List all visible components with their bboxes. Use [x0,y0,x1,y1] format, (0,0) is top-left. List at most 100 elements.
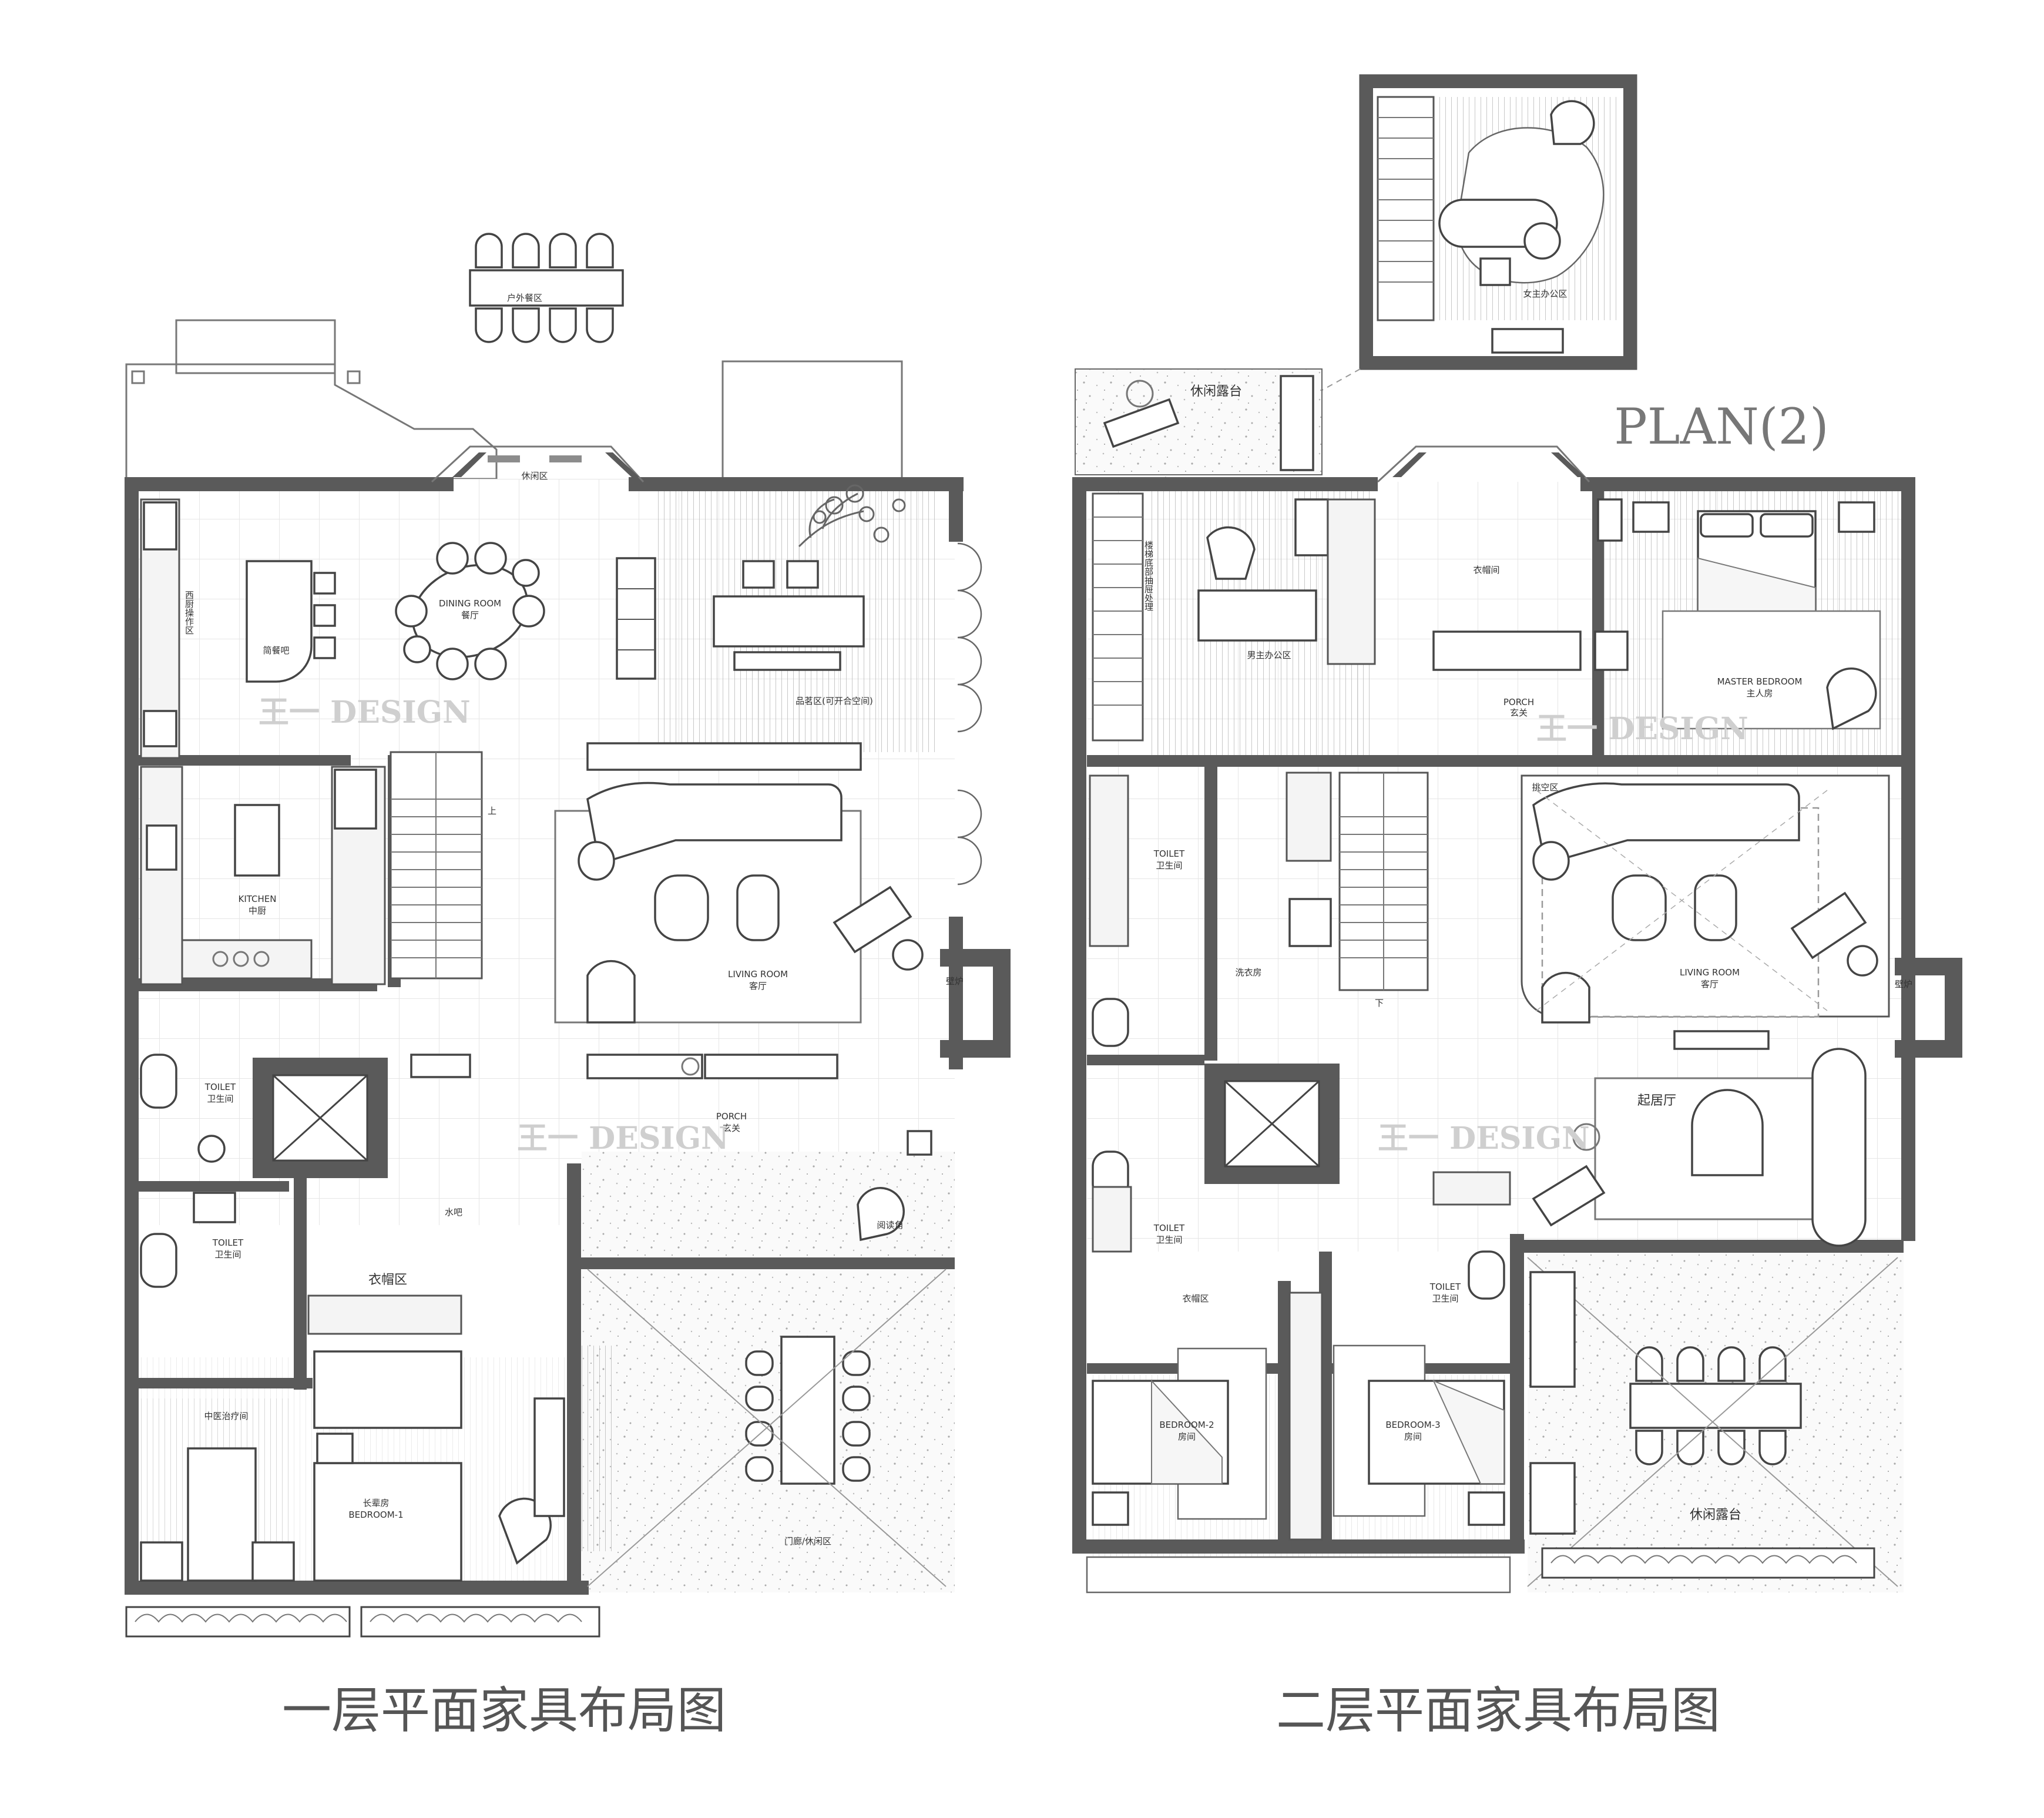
staircase-2a [1092,492,1144,742]
toilet-1a [140,1054,177,1109]
floor1-title: 一层平面家具布局图 [282,1682,726,1739]
cloak-cabinets-1 [307,1294,462,1335]
label-leisure-terrace: 休闲露台 [1190,384,1242,399]
label-bedroom3-en: BEDROOM-3 [1385,1420,1440,1430]
label-toilet-cn-1a: 卫生间 [207,1094,233,1104]
label-living-en-2: LIVING ROOM [1680,967,1740,978]
cloak-bench-2 [1432,630,1582,671]
label-porch-cn-2: 玄关 [1510,707,1528,718]
label-male-office: 男主办公区 [1247,650,1291,660]
corridor-table [780,1336,835,1485]
lounge-chair-1 [833,885,912,954]
wall-south-2 [1072,1539,1525,1554]
floor-1-plan: 户外餐区 休闲区 西厨操作区 DINING ROOM 餐厅 简餐吧 品茗区(可开… [125,233,1011,1739]
label-outdoor-dining: 户外餐区 [507,293,542,303]
bonsai-tree [798,484,906,548]
toilet-2c [1468,1250,1505,1300]
toilet-1b [140,1233,177,1288]
fireplace-2 [1895,958,1962,1058]
watermark-1b: 王一 DESIGN [517,1121,729,1156]
master-armchair [1826,668,1877,730]
toilet-2a-vanity [1089,774,1129,947]
label-tcm-room: 中医治疗间 [204,1411,248,1421]
floor-2-plan: 休闲露台 PLAN(2) [1072,74,1962,1739]
tea-table [713,595,865,648]
label-toilet-en-1a: TOILET [204,1082,236,1092]
snack-bar-island [246,560,313,683]
label-tea-area: 品茗区(可开合空间) [796,696,873,706]
terrace-table [1629,1383,1802,1429]
label-down: 下 [1375,998,1384,1008]
wall-west-1 [125,477,139,1594]
fireplace-1 [940,949,1011,1058]
label-bedroom2-en: BEDROOM-2 [1159,1420,1214,1430]
planter-1 [582,1346,614,1551]
armchair-1 [586,960,636,1024]
label-living-en: LIVING ROOM [728,969,788,980]
label-corridor: 门廊/休闲区 [784,1536,831,1547]
label-void: 挑空区 [1532,782,1558,793]
label-toilet-cn-1b: 卫生间 [214,1249,241,1260]
label-western-kitchen: 西厨操作区 [184,591,194,635]
label-water-bar: 水吧 [445,1207,462,1217]
tv-console-1 [586,742,862,771]
awning-outline-left [125,363,498,480]
label-toilet-en-2a: TOILET [1153,848,1185,859]
male-office-desk [1197,589,1317,642]
label-porch-en: PORCH [716,1111,747,1122]
sofa-2 [1532,782,1800,866]
label-fireplace-1: 壁炉 [946,976,964,987]
label-leisure: 休闲区 [521,471,548,481]
label-kitchen-en: KITCHEN [239,894,277,904]
outdoor-table-1 [469,269,624,307]
sunbed-top [1103,398,1180,448]
label-toilet-en-1b: TOILET [212,1237,244,1248]
awning-outline-right [721,360,903,480]
label-dining-en: DINING ROOM [439,598,501,609]
planter-top [1280,375,1314,471]
hedge-terrace [1541,1547,1875,1579]
label-toilet-cn-2c: 卫生间 [1432,1293,1458,1304]
dining-table-set [395,542,545,680]
sofa-1 [586,781,843,866]
bay-window-1 [431,445,645,483]
hedge-left [125,1606,351,1638]
label-master-cn: 主人房 [1746,688,1773,699]
label-terrace-bottom: 休闲露台 [1690,1508,1741,1522]
label-porch-en-2: PORCH [1503,697,1534,707]
folding-doors-1 [957,542,982,885]
label-toilet-en-2c: TOILET [1429,1282,1461,1292]
wall-west-2 [1072,477,1086,1552]
label-master-en: MASTER BEDROOM [1717,676,1803,687]
label-bedroom3-cn: 房间 [1404,1431,1422,1442]
hedge-right [360,1606,600,1638]
tea-bench [616,557,656,680]
washer [1288,898,1332,947]
label-living-cn-2: 客厅 [1701,979,1719,989]
label-bedroom1: BEDROOM-1 [348,1510,403,1520]
label-up: 上 [488,806,496,816]
label-toilet-en-2b: TOILET [1153,1223,1185,1233]
label-cloakroom-2: 衣帽间 [1473,565,1499,575]
label-dining-cn: 餐厅 [461,610,479,620]
watermark-2a: 王一 DESIGN [1536,711,1748,747]
label-cloak-area-2: 衣帽区 [1182,1293,1209,1304]
label-elder-room: 长辈房 [363,1498,389,1508]
ottoman-1b [736,874,780,941]
family-ottoman [1691,1089,1764,1176]
label-cloakroom-1: 衣帽区 [368,1273,407,1287]
label-bedroom2-cn: 房间 [1178,1431,1196,1442]
kitchen-counter-west [140,766,183,985]
label-family-room: 起居厅 [1637,1094,1676,1108]
floor2-title: 二层平面家具布局图 [1276,1682,1720,1739]
reading-chair [857,1187,905,1242]
label-porch-cn: 玄关 [723,1123,740,1133]
watermark-1a: 王一 DESIGN [259,695,471,730]
plan2-label: PLAN(2) [1614,398,1828,455]
label-reading: 阅读角 [877,1220,903,1230]
label-snack-bar: 简餐吧 [263,645,289,656]
family-sofa [1811,1048,1867,1247]
ottoman-1a [654,874,709,941]
label-kitchen-cn: 中厨 [249,905,266,916]
label-living-cn: 客厅 [749,981,767,991]
